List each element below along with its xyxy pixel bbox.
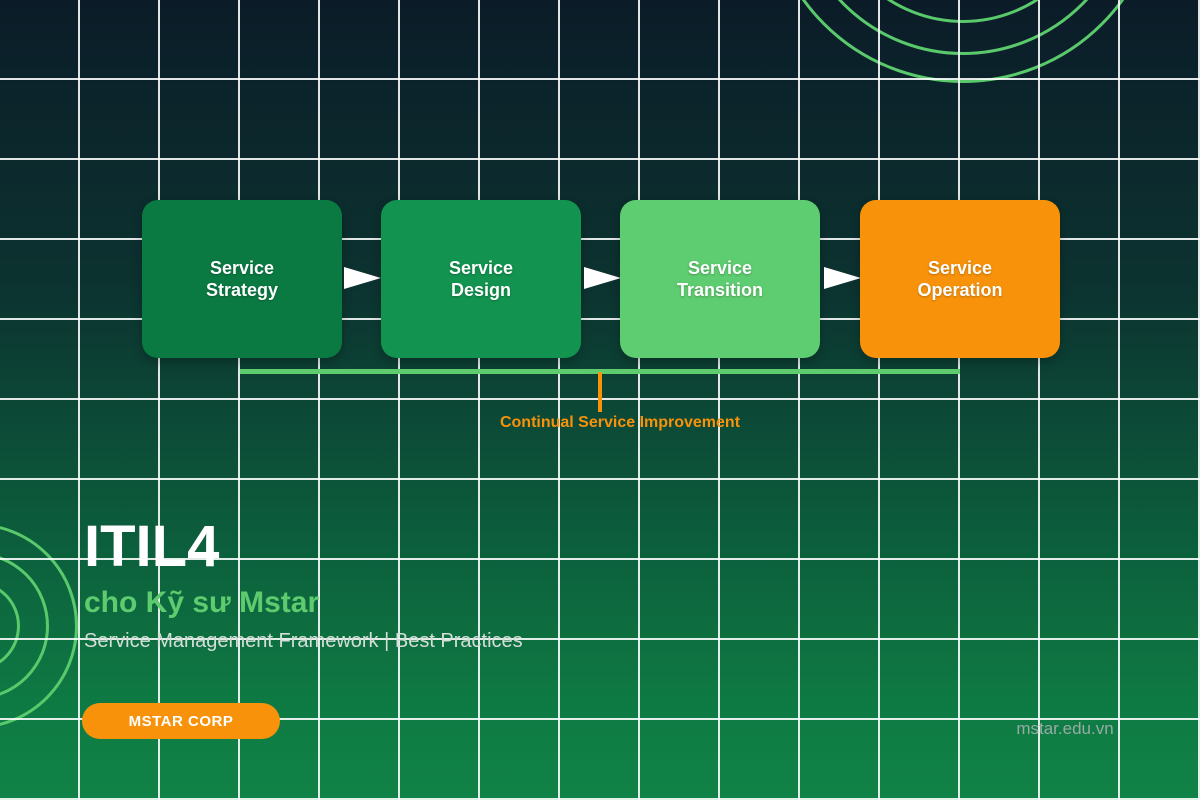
stage-label: Service Strategy — [205, 257, 279, 301]
stage-service-strategy: Service Strategy — [142, 200, 342, 358]
stage-service-transition: Service Transition — [620, 200, 820, 358]
mstar-corp-badge: MSTAR CORP — [82, 703, 280, 739]
csi-label: Continual Service Improvement — [499, 414, 741, 431]
stage-service-operation: Service Operation — [860, 200, 1060, 358]
stage-label: Service Design — [448, 257, 514, 301]
page-title: ITIL4 — [84, 514, 220, 579]
page-subtitle: cho Kỹ sư Mstar — [84, 586, 320, 619]
stage-service-design: Service Design — [381, 200, 581, 358]
stage-label: Service Transition — [676, 257, 763, 301]
stage-label: Service Operation — [917, 257, 1003, 301]
arrow-right-icon — [584, 267, 621, 289]
arrow-right-icon — [344, 267, 381, 289]
website-text: mstar.edu.vn — [1016, 719, 1114, 738]
page-tagline: Service Management Framework | Best Prac… — [84, 630, 523, 652]
arrow-right-icon — [824, 267, 861, 289]
csi-tick-line — [598, 372, 602, 412]
